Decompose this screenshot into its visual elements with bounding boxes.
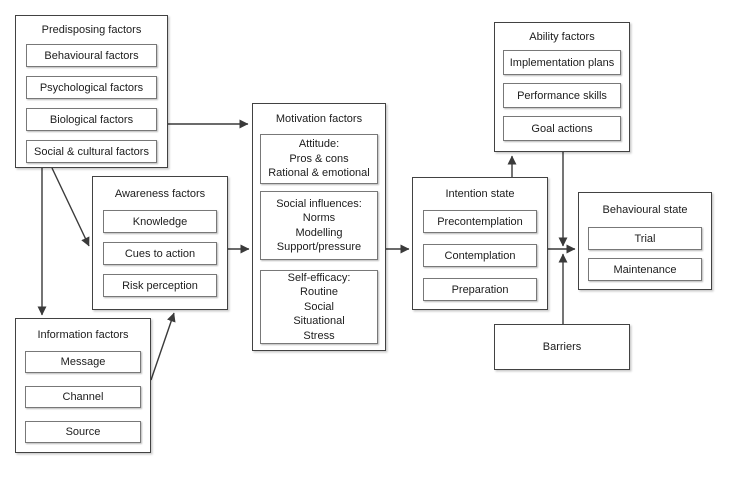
group-line: Situational [293,315,345,328]
item-knowledge: Knowledge [103,210,217,233]
information-factors-box: Information factors Message Channel Sour… [15,318,151,453]
item-goal-actions: Goal actions [503,116,621,141]
item-implementation-plans: Implementation plans [503,50,621,75]
item-performance-skills: Performance skills [503,83,621,108]
barriers-title: Barriers [542,341,582,353]
item-precontemplation: Precontemplation [423,210,537,233]
awareness-factors-title: Awareness factors [114,187,206,200]
barriers-box: Barriers [494,324,630,370]
item-preparation: Preparation [423,278,537,301]
group-line: Support/pressure [276,241,362,253]
predisposing-factors-title: Predisposing factors [41,24,142,36]
item-cues-to-action: Cues to action [103,242,217,265]
group-line: Social influences: [276,197,362,210]
information-factors-title: Information factors [37,329,129,341]
item-source: Source [25,421,141,443]
item-social-cultural-factors: Social & cultural factors [26,140,157,163]
behavioural-state-title: Behavioural state [602,204,688,216]
item-trial: Trial [588,227,702,250]
awareness-factors-box: Awareness factors Knowledge Cues to acti… [92,176,228,310]
group-line: Routine [300,286,338,299]
group-line: Pros & cons [289,152,349,165]
arrow-predisposing-to-awareness [51,167,90,247]
group-line: Attitude: [298,138,340,151]
behavioural-state-box: Behavioural state Trial Maintenance [578,192,712,290]
item-channel: Channel [25,386,141,408]
item-maintenance: Maintenance [588,258,702,281]
item-message: Message [25,351,141,373]
group-line: Stress [303,329,335,342]
group-line: Norms [302,212,336,224]
motivation-factors-title: Motivation factors [275,113,363,125]
group-line: Rational & emotional [268,167,370,180]
motivation-self-efficacy-group: Self-efficacy: Routine Social Situationa… [260,270,378,344]
motivation-factors-box: Motivation factors Attitude: Pros & cons… [252,103,386,351]
item-risk-perception: Risk perception [103,274,217,297]
item-psychological-factors: Psychological factors [26,76,157,99]
motivation-attitude-group: Attitude: Pros & cons Rational & emotion… [260,134,378,184]
arrow-information-to-awareness [150,312,176,381]
ability-factors-box: Ability factors Implementation plans Per… [494,22,630,152]
ability-factors-title: Ability factors [529,30,595,43]
intention-state-title: Intention state [445,188,515,200]
group-line: Modelling [295,226,343,239]
group-line: Social [304,300,334,313]
item-contemplation: Contemplation [423,244,537,267]
motivation-social-influences-group: Social influences: Norms Modelling Suppo… [260,191,378,260]
group-line: Self-efficacy: [287,271,351,284]
item-behavioural-factors: Behavioural factors [26,44,157,67]
predisposing-factors-box: Predisposing factors Behavioural factors… [15,15,168,168]
item-biological-factors: Biological factors [26,108,157,131]
intention-state-box: Intention state Precontemplation Contemp… [412,177,548,310]
